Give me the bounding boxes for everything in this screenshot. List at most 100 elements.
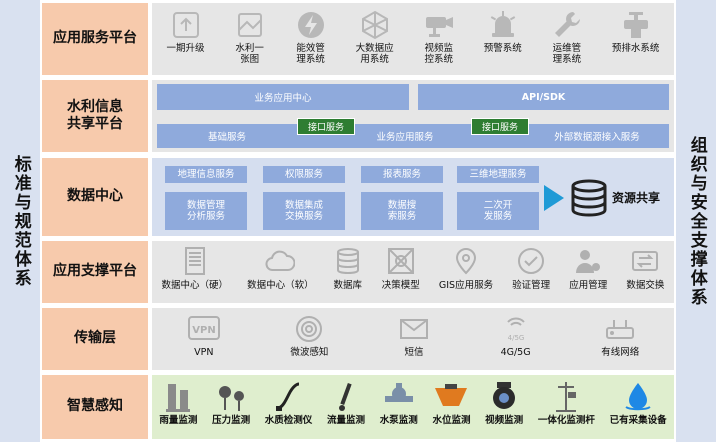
transport-item[interactable]: VPN VPN [187, 314, 221, 359]
app-platform-label: 应用服务平台 [42, 3, 148, 75]
support-item-label: 数据中心（软） [247, 280, 314, 291]
camera-icon [425, 17, 453, 37]
data-service[interactable]: 数据集成 交换服务 [263, 192, 345, 230]
support-item[interactable]: 验证管理 [512, 246, 550, 292]
basic-service[interactable]: 基础服务 [207, 132, 246, 143]
support-item-label: 数据中心（硬） [161, 280, 229, 291]
water-drop-device-icon [625, 383, 651, 411]
support-item-label: 数据库 [333, 280, 362, 291]
app-item-ops[interactable]: 运维管 理系统 [551, 9, 583, 66]
share-platform-label: 水利信息 共享平台 [42, 80, 148, 152]
data-service[interactable]: 数据管理 分析服务 [165, 192, 247, 230]
sensing-item[interactable]: 水泵监测 [380, 380, 418, 427]
signal-icon-text: 4/5G [507, 334, 524, 342]
sensing-item[interactable]: 水质检测仪 [265, 380, 312, 427]
transport-item-label: 有线网络 [601, 347, 640, 358]
support-platform-title: 应用支撑平台 [53, 263, 137, 280]
decision-model-icon [387, 248, 414, 274]
data-service[interactable]: 地理信息服务 [165, 166, 247, 183]
flow-meter-icon [339, 382, 352, 411]
sensing-item[interactable]: 压力监测 [212, 380, 250, 427]
dome-camera-icon [493, 382, 516, 409]
business-center-bar[interactable]: 业务应用中心 [157, 84, 409, 110]
support-item[interactable]: 数据中心（软） [247, 246, 314, 292]
transport-item[interactable]: 有线网络 [601, 314, 639, 359]
app-item-upgrade[interactable]: 一期升级 [167, 9, 205, 55]
api-sdk-bar[interactable]: API/SDK [418, 84, 669, 110]
support-item[interactable]: 数据交换 [626, 246, 664, 292]
arrow-right-icon [544, 185, 564, 211]
services-bar [157, 124, 669, 148]
support-item[interactable]: GIS应用服务 [439, 246, 493, 292]
data-service[interactable]: 三维地理服务 [457, 166, 539, 183]
sensing-item[interactable]: 雨量监测 [159, 380, 197, 427]
sensing-item-label: 压力监测 [212, 415, 251, 426]
transport-item[interactable]: 短信 [398, 314, 430, 359]
database-icon [571, 179, 607, 217]
sensing-item-label: 已有采集设备 [609, 415, 667, 426]
monitoring-pole-icon [556, 382, 577, 412]
app-item-bigdata[interactable]: 大数据应 用系统 [356, 9, 394, 66]
server-rack-icon [184, 247, 205, 275]
water-pump-icon [384, 383, 413, 402]
security-system-title: 组织与安全支撑体系 [686, 135, 707, 307]
business-service[interactable]: 业务应用服务 [376, 132, 434, 143]
rain-gauge-icon [166, 384, 191, 412]
support-platform-label: 应用支撑平台 [42, 241, 148, 303]
transport-item-label: 短信 [404, 347, 424, 358]
app-item-water-map[interactable]: 水利一 张图 [234, 9, 266, 66]
app-item-video[interactable]: 视频监 控系统 [423, 9, 455, 66]
sensing-item-label: 雨量监测 [159, 415, 198, 426]
sensing-item-label: 水位监测 [432, 415, 471, 426]
external-data-service[interactable]: 外部数据源接入服务 [554, 132, 640, 143]
transport-item[interactable]: 微波感知 [290, 314, 328, 359]
support-item[interactable]: 决策模型 [382, 246, 420, 292]
sensing-item-label: 水泵监测 [379, 415, 418, 426]
data-center-title: 数据中心 [67, 188, 123, 205]
interface-service-tag-1[interactable]: 接口服务 [297, 118, 355, 135]
cloud-icon [265, 250, 296, 271]
app-item-drainage[interactable]: 预排水系统 [611, 9, 660, 55]
app-item-energy[interactable]: 能效管 理系统 [295, 9, 327, 66]
exchange-icon [632, 251, 659, 271]
wrench-icon [554, 12, 580, 37]
standards-system-column: 标准与规范体系 [0, 0, 40, 442]
app-item-label: 大数据应 用系统 [355, 43, 394, 65]
data-service[interactable]: 权限服务 [263, 166, 345, 183]
interface-service-tag-2[interactable]: 接口服务 [471, 118, 529, 135]
app-platform-title: 应用服务平台 [53, 30, 137, 47]
support-platform-items: 数据中心（硬） 数据中心（软） 数据库 决策模型 GIS应用服务 验证管理 应用… [152, 241, 674, 303]
app-platform-items: 一期升级 水利一 张图 能效管 理系统 大数据应 用系统 视频监 控系统 预警系… [152, 3, 674, 75]
location-pin-icon [455, 248, 476, 275]
sensing-item[interactable]: 一体化监测杆 [538, 380, 595, 427]
sms-envelope-icon [400, 319, 428, 339]
support-item[interactable]: 数据中心（硬） [161, 246, 229, 292]
transport-item[interactable]: 4/5G 4G/5G [500, 314, 532, 359]
sensing-item[interactable]: 流量监测 [327, 380, 365, 427]
support-item[interactable]: 应用管理 [569, 246, 607, 292]
data-service[interactable]: 数据搜 索服务 [361, 192, 443, 230]
sensing-items: 雨量监测 压力监测 水质检测仪 流量监测 水泵监测 水位监测 视频监测 一体化监… [152, 375, 674, 439]
resource-sharing-label: 资源共享 [612, 191, 661, 205]
valve-icon [623, 12, 648, 38]
database-icon [336, 248, 359, 275]
support-item-label: 数据交换 [626, 280, 665, 291]
transport-items: VPN VPN 微波感知 短信 4/5G 4G/5G 有线网络 [152, 308, 674, 370]
app-item-alarm[interactable]: 预警系统 [484, 9, 522, 55]
data-service[interactable]: 二次开 发服务 [457, 192, 539, 230]
support-item[interactable]: 数据库 [333, 246, 363, 292]
sensing-item[interactable]: 水位监测 [432, 380, 470, 427]
data-service[interactable]: 报表服务 [361, 166, 443, 183]
sensing-item[interactable]: 已有采集设备 [610, 380, 667, 427]
app-item-label: 运维管 理系统 [552, 43, 582, 65]
support-item-label: 决策模型 [381, 280, 420, 291]
water-level-sensor-icon [435, 384, 468, 406]
sensing-item-label: 视频监测 [485, 415, 524, 426]
sensing-item[interactable]: 视频监测 [485, 380, 523, 427]
vpn-icon: VPN [187, 316, 220, 340]
sensing-label: 智慧感知 [42, 375, 148, 439]
transport-title: 传输层 [74, 330, 116, 347]
app-item-label: 水利一 张图 [235, 43, 264, 65]
app-item-label: 预排水系统 [611, 43, 660, 54]
transport-label: 传输层 [42, 308, 148, 370]
